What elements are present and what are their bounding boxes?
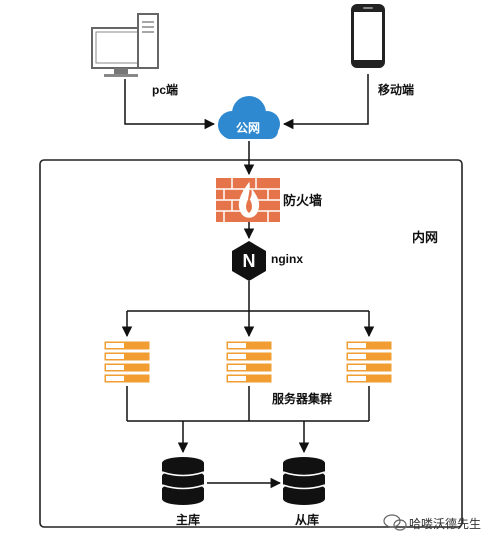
master-db-icon	[161, 457, 205, 505]
mobile-label: 移动端	[378, 83, 415, 97]
mobile-phone-icon	[351, 4, 385, 68]
wechat-logo-icon	[383, 514, 407, 531]
cluster-label: 服务器集群	[272, 392, 333, 406]
pc-to-internet-line	[124, 79, 216, 130]
pc-label: pc端	[152, 83, 179, 97]
server-right-icon	[345, 340, 393, 384]
master-db-label: 主库	[176, 513, 201, 527]
intranet-boundary	[39, 159, 463, 528]
server-center-icon	[225, 340, 273, 384]
slave-db-icon	[282, 457, 326, 505]
nginx-logo-letter: N	[243, 251, 256, 271]
mobile-to-internet-line	[282, 74, 369, 130]
firewall-icon	[216, 178, 280, 222]
intranet-label: 内网	[412, 230, 439, 245]
nginx-label: nginx	[271, 252, 303, 266]
nginx-logo-icon: N	[232, 241, 266, 281]
firewall-label: 防火墙	[283, 193, 323, 208]
internet-label: 公网	[236, 121, 261, 135]
slave-db-label: 从库	[295, 513, 320, 527]
watermark-text: 哈喽沃德先生	[409, 517, 482, 531]
cloud-icon	[218, 96, 280, 139]
pc-computer-icon	[91, 13, 159, 77]
server-left-icon	[103, 340, 151, 384]
